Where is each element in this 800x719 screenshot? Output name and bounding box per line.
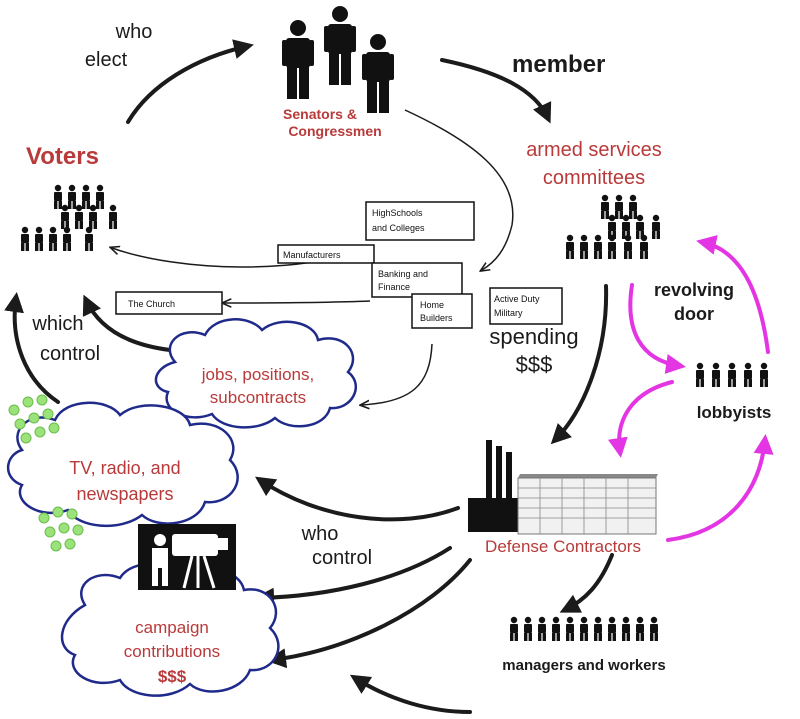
arrow-senators-to-spending xyxy=(404,109,514,270)
box-church-text: The Church xyxy=(128,299,175,309)
revolving-door-arrows xyxy=(607,235,774,542)
tv-cloud-line2: newspapers xyxy=(76,484,173,504)
box-highschools: HighSchools and Colleges xyxy=(365,201,475,241)
box-banking-line2: Finance xyxy=(378,282,410,292)
box-highschools-line1: HighSchools xyxy=(372,208,423,218)
voters-person-icons xyxy=(21,184,117,251)
arrow-committees-to-lobbyists xyxy=(628,283,686,374)
factory-icon xyxy=(468,440,658,535)
jobs-cloud-line1: jobs, positions, xyxy=(201,365,314,384)
which-control-line2: control xyxy=(40,343,100,365)
tv-cloud-line1: TV, radio, and xyxy=(69,458,180,478)
which-control-line1: which xyxy=(31,313,83,335)
committees-person-icons xyxy=(566,194,660,259)
box-active-duty-line1: Active Duty xyxy=(494,294,540,304)
box-manufacturers-text: Manufacturers xyxy=(283,250,341,260)
box-manufacturers: Manufacturers xyxy=(277,244,375,264)
who-control-line1: who xyxy=(301,523,339,545)
defense-contractors-label: Defense Contractors xyxy=(485,537,641,556)
senators-line1: Senators & xyxy=(283,106,357,122)
jobs-cloud-line2: subcontracts xyxy=(210,388,306,407)
managers-workers-label: managers and workers xyxy=(502,657,665,674)
arrow-senators-to-committees xyxy=(440,58,552,124)
arrow-contractors-to-workers xyxy=(559,553,614,613)
box-active-duty: Active Duty Military xyxy=(489,287,563,325)
revolving-door-line2: door xyxy=(674,304,714,324)
campaign-cloud-line1: campaign xyxy=(135,618,209,637)
armed-services-line1: armed services xyxy=(526,139,662,161)
campaign-cloud-line2: contributions xyxy=(124,642,220,661)
workers-person-icons xyxy=(510,616,658,641)
arrow-tv-to-voters xyxy=(4,292,60,404)
box-active-duty-line2: Military xyxy=(494,308,523,318)
cycle-arrows xyxy=(4,39,614,714)
voters-label: Voters xyxy=(26,143,99,170)
arrow-contractors-to-campaign2 xyxy=(266,558,472,669)
member-label: member xyxy=(512,51,605,78)
arrow-workers-to-campaign xyxy=(349,674,472,714)
senators-person-icons xyxy=(282,6,394,113)
green-bubbles-icon xyxy=(8,394,84,552)
box-highschools-line2: and Colleges xyxy=(372,223,425,233)
box-banking-line1: Banking and xyxy=(378,269,428,279)
spending-line2: $$$ xyxy=(516,352,553,377)
box-church: The Church xyxy=(115,291,223,315)
arrow-voters-to-senators xyxy=(126,39,254,124)
arrow-lobbyists-to-committees xyxy=(696,235,770,354)
box-home-builders-line1: Home xyxy=(420,300,444,310)
arrow-sectors-to-church xyxy=(224,301,371,303)
lobbyists-label: lobbyists xyxy=(697,403,772,422)
arrow-jobs-to-voters xyxy=(82,294,172,352)
tv-cloud xyxy=(6,401,239,528)
campaign-cloud-line3: $$$ xyxy=(158,667,187,686)
arrow-contractors-to-tv xyxy=(255,476,460,522)
camera-operator-icon xyxy=(138,524,236,590)
box-banking: Banking and Finance xyxy=(371,262,463,298)
arrow-committees-to-contractors xyxy=(550,284,609,445)
lobbyists-person-icons xyxy=(696,362,768,387)
arrow-lobbyists-to-contractors xyxy=(607,380,674,458)
box-home-builders: Home Builders xyxy=(411,293,473,329)
revolving-door-line1: revolving xyxy=(654,280,734,300)
arrow-contractors-to-campaign1 xyxy=(254,546,452,608)
who-elect-line2: elect xyxy=(85,49,128,71)
armed-services-line2: committees xyxy=(543,167,645,189)
box-home-builders-line2: Builders xyxy=(420,313,453,323)
who-elect-line1: who xyxy=(115,21,153,43)
spending-line1: spending xyxy=(489,324,578,349)
who-control-line2: control xyxy=(312,547,372,569)
labels: who elect Senators & Congressmen member … xyxy=(26,21,771,686)
arrow-spending-to-jobs xyxy=(362,343,433,405)
senators-line2: Congressmen xyxy=(288,123,381,139)
arrow-contractors-to-lobbyists xyxy=(666,434,774,542)
